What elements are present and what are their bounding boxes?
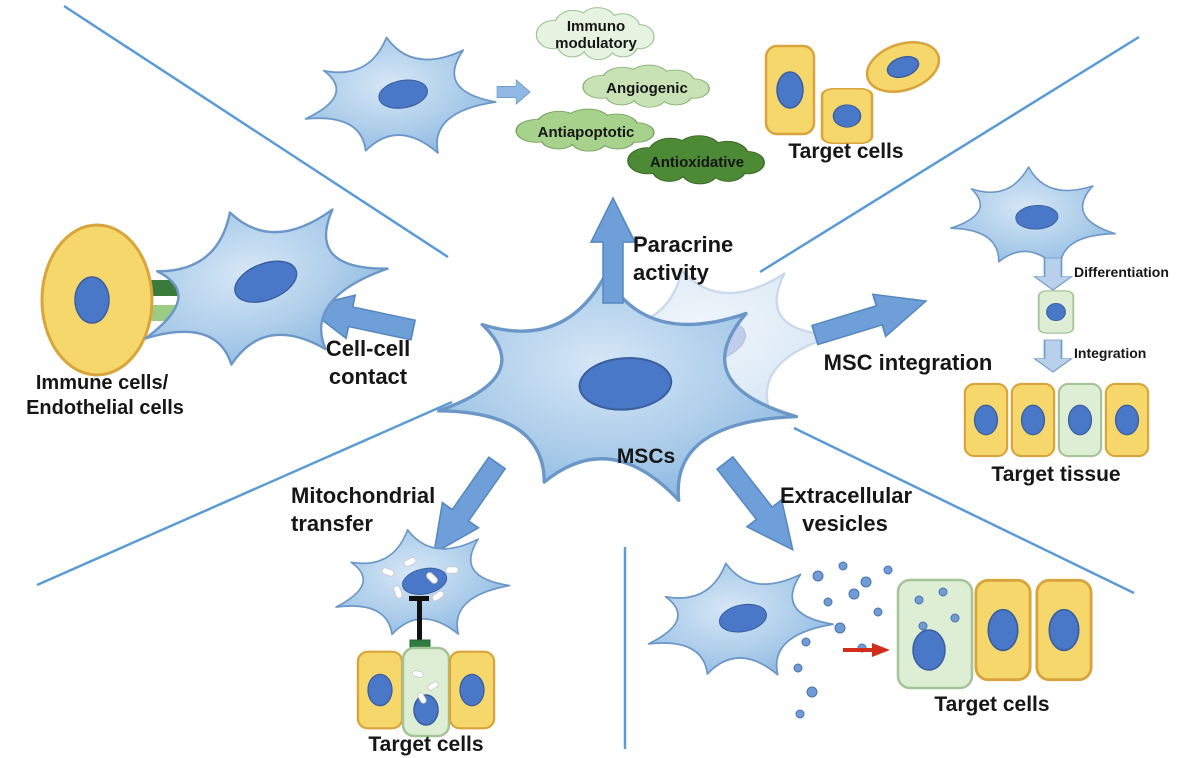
tissue-cell bbox=[1104, 382, 1150, 458]
mitochondrial-title-line2: transfer bbox=[291, 511, 373, 536]
target-tissue-row bbox=[963, 382, 1150, 458]
vesicle-target-cells bbox=[896, 578, 1093, 690]
integration-label: Integration bbox=[1074, 345, 1146, 361]
immune-cell bbox=[40, 223, 154, 377]
target-cell bbox=[974, 578, 1032, 682]
target-cell bbox=[356, 650, 404, 730]
paracrine-section: Immuno modulatory Angiogenic Antiapoptot… bbox=[299, 6, 941, 285]
cloud-angiogenic-label: Angiogenic bbox=[606, 80, 688, 97]
msc-cell-integration bbox=[948, 162, 1120, 275]
differentiated-cell bbox=[1037, 289, 1075, 335]
divider-left-bottom bbox=[36, 400, 453, 587]
center-msc-group: MSCs bbox=[434, 241, 851, 506]
arrow-integration-icon bbox=[807, 279, 934, 357]
mitochondrial-section: Mitochondrial transfer bbox=[291, 483, 515, 756]
paracrine-target-label: Target cells bbox=[788, 140, 903, 163]
conduit-stem bbox=[417, 598, 422, 644]
msc-cell-vesicles bbox=[641, 553, 838, 687]
mito-target-cells bbox=[356, 646, 496, 738]
cell-contact-section: Immune cells/ Endothelial cells Cell-cel… bbox=[26, 175, 410, 419]
vesicles-title-line2: vesicles bbox=[802, 511, 888, 536]
target-cell-receiving bbox=[896, 578, 974, 690]
vesicle-dots bbox=[793, 561, 893, 719]
paracrine-title-line1: Paracrine bbox=[633, 232, 733, 257]
divider-top-right bbox=[759, 35, 1140, 274]
target-cell bbox=[1035, 578, 1093, 682]
integration-arrow-icon bbox=[1033, 339, 1073, 373]
vesicle-target-label: Target cells bbox=[934, 693, 1049, 716]
divider-top-left bbox=[63, 4, 449, 259]
cell-contact-title-line2: contact bbox=[329, 364, 408, 389]
target-cell bbox=[820, 87, 874, 145]
cloud-immuno-label-line1: Immuno bbox=[567, 18, 625, 35]
target-cell-oval bbox=[865, 41, 941, 93]
paracrine-target-cells: Target cells bbox=[764, 41, 941, 163]
red-arrowhead-icon bbox=[872, 643, 890, 657]
immune-cells-label-line1: Immune cells/ bbox=[36, 372, 169, 394]
mito-target-label: Target cells bbox=[368, 733, 483, 756]
differentiation-arrow-icon bbox=[1033, 257, 1073, 291]
uptake-red-arrow bbox=[843, 643, 890, 657]
integration-title: MSC integration bbox=[824, 350, 993, 375]
msc-cell-paracrine bbox=[299, 29, 500, 163]
immune-cells-label-line2: Endothelial cells bbox=[26, 397, 184, 419]
vesicles-section: Extracellular vesicles bbox=[641, 483, 1093, 719]
cloud-antiapoptotic-label: Antiapoptotic bbox=[538, 124, 635, 141]
differentiation-label: Differentiation bbox=[1074, 264, 1169, 280]
mitochondrial-title-line1: Mitochondrial bbox=[291, 483, 435, 508]
target-cell bbox=[448, 650, 496, 730]
target-tissue-label: Target tissue bbox=[991, 463, 1120, 486]
tissue-cell bbox=[1010, 382, 1056, 458]
tissue-cell bbox=[963, 382, 1009, 458]
target-cell bbox=[764, 44, 816, 136]
factor-clouds: Immuno modulatory Angiogenic Antiapoptot… bbox=[515, 6, 765, 185]
divider-right-bottom bbox=[793, 426, 1135, 595]
tissue-cell-integrated bbox=[1057, 382, 1103, 458]
vesicles-title-line1: Extracellular bbox=[780, 483, 913, 508]
secretion-arrow-icon bbox=[496, 79, 531, 105]
cloud-antioxidative-label: Antioxidative bbox=[650, 154, 744, 171]
cell-contact-title-line1: Cell-cell bbox=[326, 336, 410, 361]
paracrine-title-line2: activity bbox=[633, 260, 710, 285]
cloud-immuno-label-line2: modulatory bbox=[555, 35, 637, 52]
target-cell-receiving bbox=[401, 646, 451, 738]
integration-section: Differentiation Integration Target tissu… bbox=[824, 162, 1169, 486]
center-mscs-label: MSCs bbox=[617, 445, 675, 468]
sector-dividers bbox=[36, 4, 1140, 749]
